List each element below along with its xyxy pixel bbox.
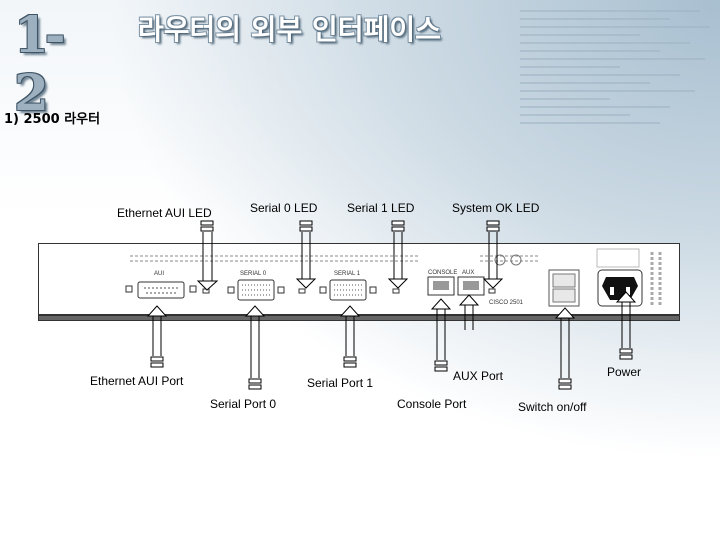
label-power: Power	[607, 365, 642, 379]
aui-port-connector	[125, 281, 197, 299]
right-vents	[650, 252, 662, 306]
panel-label-aux: AUX	[462, 270, 474, 276]
aui-led-arrowhead	[196, 280, 219, 291]
label-serial-port-1: Serial Port 1	[307, 376, 374, 390]
label-ethernet-aui-port: Ethernet AUI Port	[90, 374, 184, 388]
section-subtitle: 1) 2500 라우터	[4, 112, 101, 127]
product-label	[596, 248, 640, 268]
panel-brand: CISCO 2501	[489, 300, 524, 306]
label-switch: Switch on/off	[518, 400, 587, 414]
label-ethernet-aui-led: Ethernet AUI LED	[117, 206, 212, 220]
panel-label-console: CONSOLE	[428, 270, 457, 276]
decorative-lines	[520, 10, 715, 150]
power-socket	[597, 269, 643, 307]
aux-port-connector	[457, 276, 485, 296]
serial0-port-connector	[227, 279, 285, 301]
slide-number: 1-2	[14, 5, 66, 122]
vent-lines	[130, 255, 540, 262]
label-aux-port: AUX Port	[453, 369, 504, 383]
warning-icon	[510, 254, 522, 266]
serial1-led	[392, 288, 400, 294]
panel-label-aui: AUI	[154, 271, 164, 277]
power-switch	[548, 269, 580, 307]
label-serial1-led: Serial 1 LED	[347, 201, 415, 215]
system-ok-led	[488, 288, 496, 294]
label-serial0-led: Serial 0 LED	[250, 201, 318, 215]
console-port-connector	[427, 276, 455, 296]
slide-title: 라우터의 외부 인터페이스	[138, 13, 441, 46]
panel-label-serial0: SERIAL 0	[240, 271, 267, 277]
ground-icon	[494, 254, 506, 266]
serial0-led	[298, 288, 306, 294]
label-serial-port-0: Serial Port 0	[210, 397, 277, 411]
serial1-port-connector	[319, 279, 377, 301]
label-system-ok-led: System OK LED	[452, 201, 540, 215]
label-console-port: Console Port	[397, 397, 467, 411]
panel-label-serial1: SERIAL 1	[334, 271, 361, 277]
